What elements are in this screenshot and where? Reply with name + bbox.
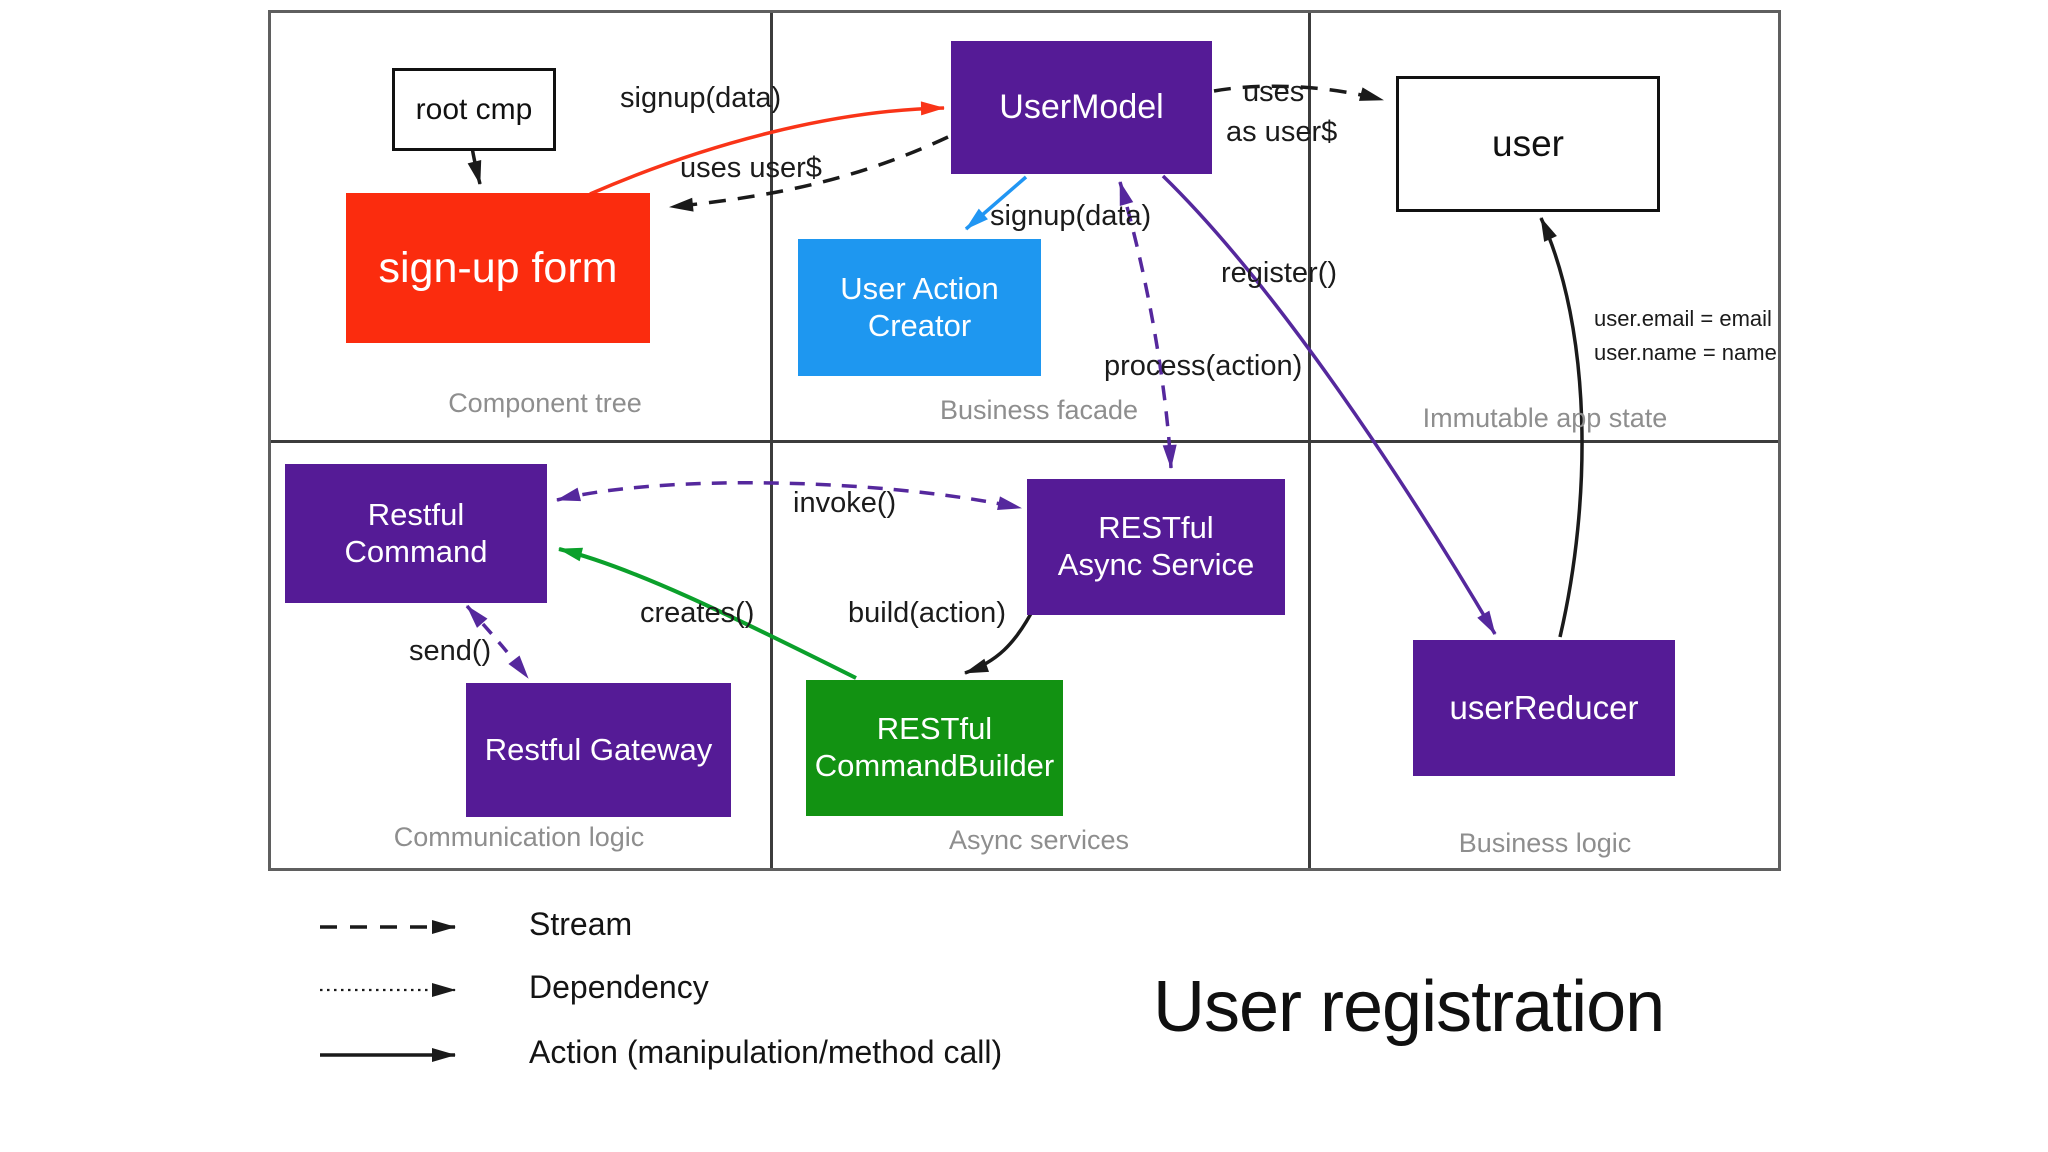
edge-label-register: register() xyxy=(1221,257,1338,289)
quadrant-label-business-facade: Business facade xyxy=(939,395,1139,425)
grid-divider-horizontal xyxy=(271,440,1778,443)
node-user-action-creator: User Action Creator xyxy=(798,239,1041,376)
node-root-cmp: root cmp xyxy=(392,68,556,151)
node-user-reducer-label: userReducer xyxy=(1449,688,1639,726)
edge-label-send: send() xyxy=(409,635,492,667)
node-root-cmp-label: root cmp xyxy=(415,92,533,126)
node-restful-async-service: RESTful Async Service xyxy=(1027,479,1285,615)
edge-label-signup-data-mid: signup(data) xyxy=(990,200,1152,232)
node-signup-form: sign-up form xyxy=(346,193,650,343)
node-user-action-creator-label: User Action Creator xyxy=(840,270,999,343)
quadrant-label-immutable-app-state: Immutable app state xyxy=(1422,403,1668,433)
quadrant-label-business-logic: Business logic xyxy=(1458,828,1632,858)
quadrant-label-async-services: Async services xyxy=(948,825,1130,855)
edge-label-uses-user-stream: uses user$ xyxy=(680,152,822,184)
page-title: User registration xyxy=(1153,967,1665,1047)
edge-label-uses: uses xyxy=(1243,76,1305,108)
edge-label-process-action: process(action) xyxy=(1104,350,1303,382)
legend-label-stream: Stream xyxy=(529,906,633,942)
quadrant-label-communication-logic: Communication logic xyxy=(393,822,645,852)
legend-label-dependency: Dependency xyxy=(529,969,709,1005)
node-signup-form-label: sign-up form xyxy=(378,243,618,292)
node-user-model-label: UserModel xyxy=(999,88,1164,127)
edge-label-signup-data-top: signup(data) xyxy=(620,82,782,114)
legend-label-action: Action (manipulation/method call) xyxy=(529,1034,1003,1070)
node-user: user xyxy=(1396,76,1660,212)
edge-label-invoke: invoke() xyxy=(793,487,897,519)
node-restful-async-service-label: RESTful Async Service xyxy=(1057,510,1255,582)
node-restful-gateway-label: Restful Gateway xyxy=(484,731,713,767)
node-user-reducer: userReducer xyxy=(1413,640,1675,776)
node-user-label: user xyxy=(1492,123,1564,165)
quadrant-label-component-tree: Component tree xyxy=(448,388,642,418)
node-restful-gateway: Restful Gateway xyxy=(466,683,731,817)
node-restful-command-label: Restful Command xyxy=(344,496,488,569)
node-restful-command-builder-label: RESTful CommandBuilder xyxy=(814,711,1055,783)
edge-label-user-email: user.email = email xyxy=(1594,306,1772,331)
node-restful-command: Restful Command xyxy=(285,464,547,603)
edge-label-build-action: build(action) xyxy=(848,597,1006,629)
node-restful-command-builder: RESTful CommandBuilder xyxy=(806,680,1063,816)
edge-label-creates: creates() xyxy=(640,597,755,629)
edge-label-user-name: user.name = name xyxy=(1594,340,1777,365)
node-user-model: UserModel xyxy=(951,41,1212,174)
edge-label-as-user-stream: as user$ xyxy=(1226,116,1338,148)
